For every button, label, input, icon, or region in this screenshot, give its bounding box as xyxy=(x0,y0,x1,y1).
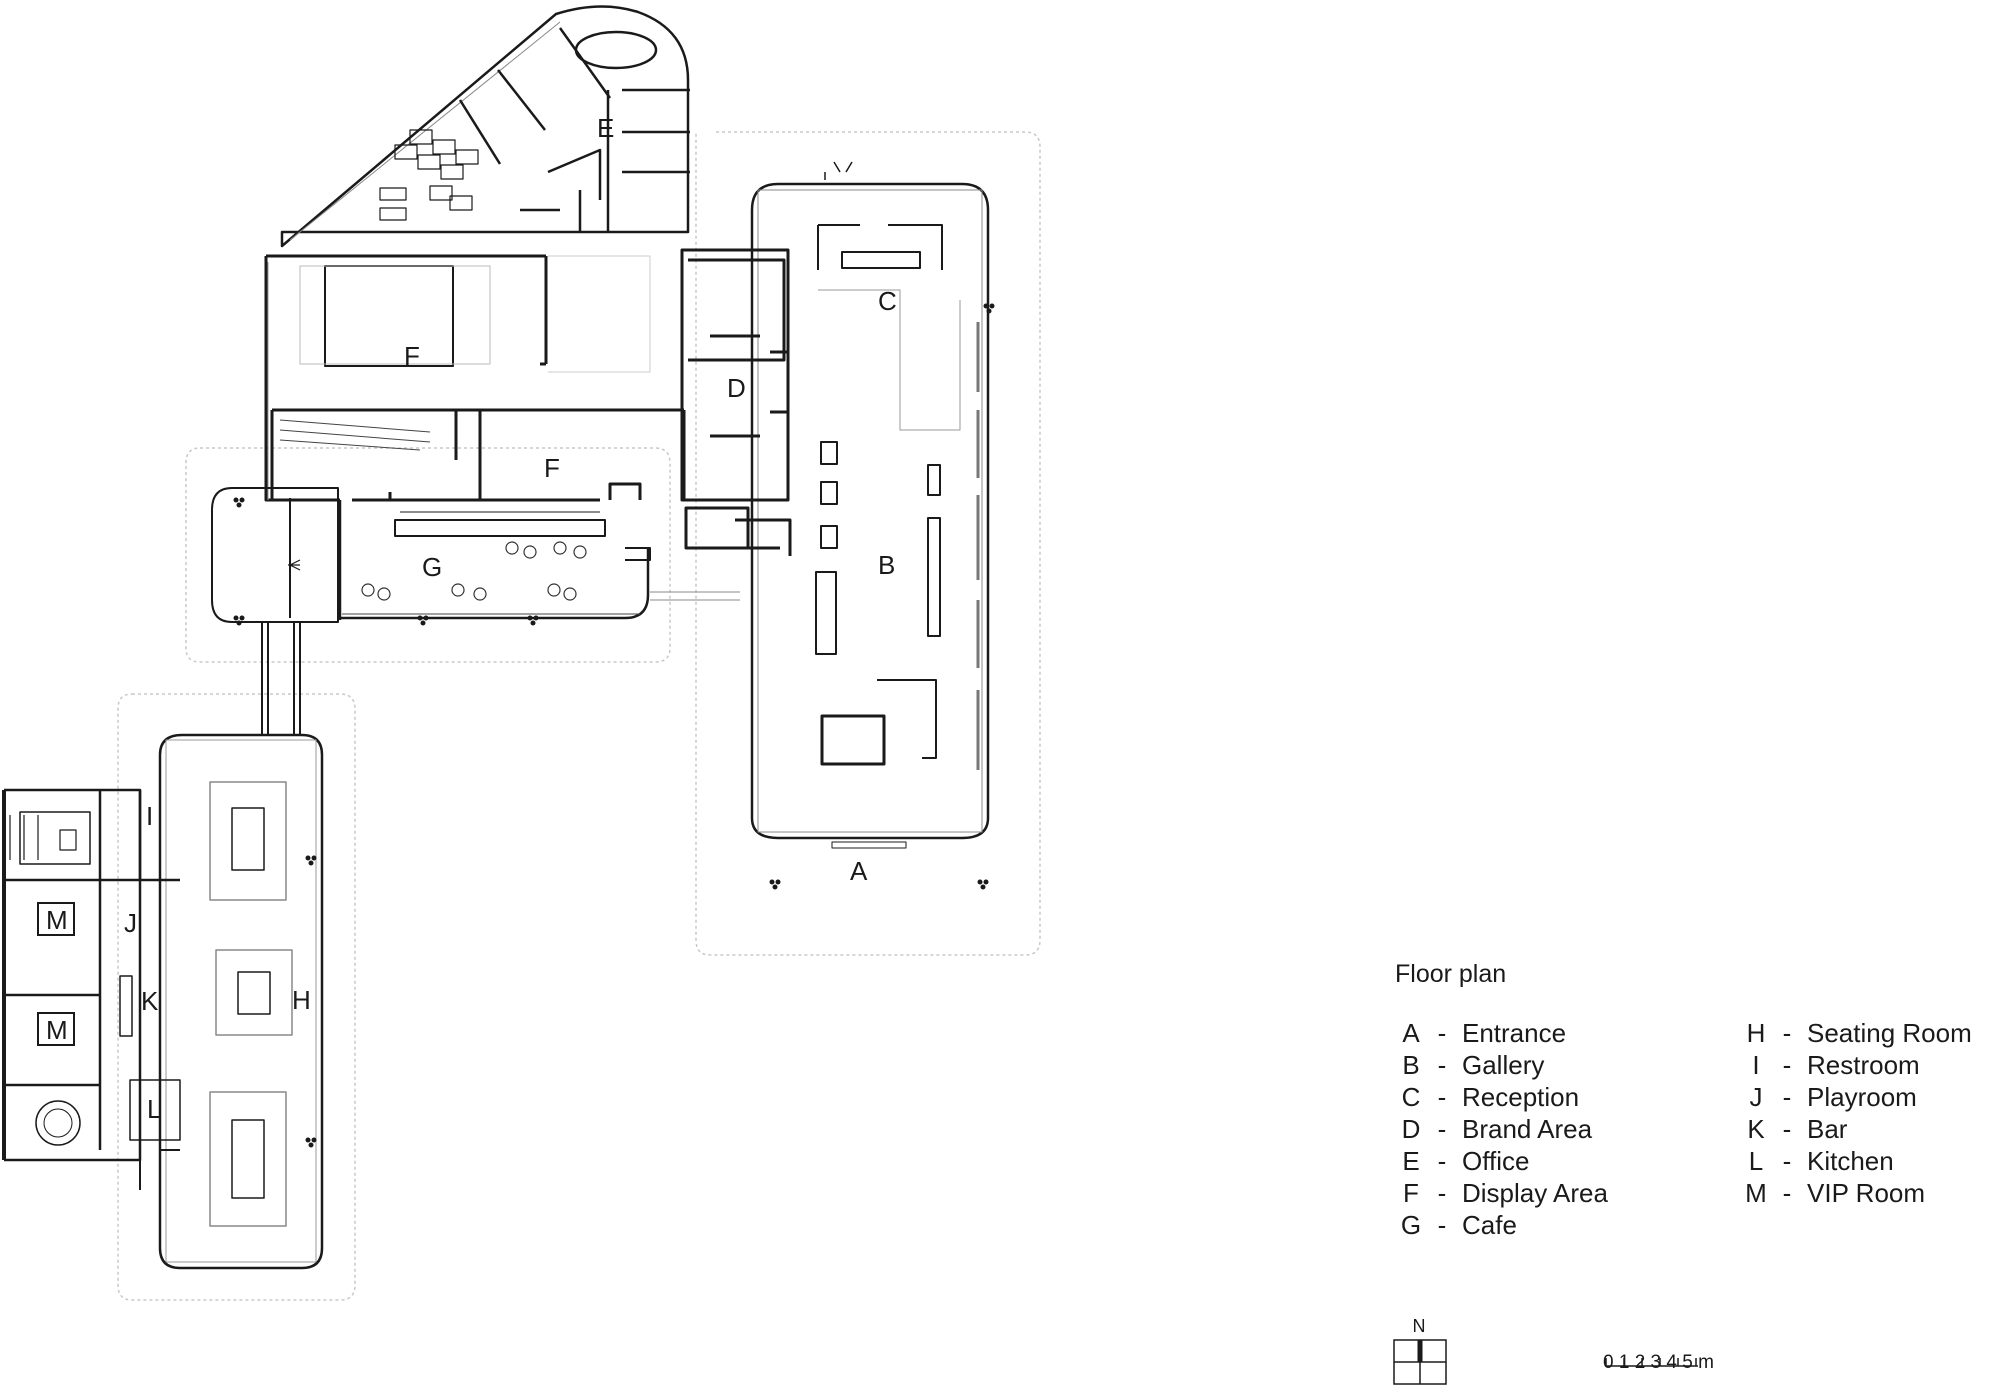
room-label-e: E xyxy=(597,113,614,143)
brand-area xyxy=(680,248,792,556)
cafe-tables xyxy=(361,541,587,601)
column-markers xyxy=(233,303,995,1148)
legend-separator: - xyxy=(1782,1114,1792,1144)
legend-key: A xyxy=(1402,1018,1420,1048)
legend-separator: - xyxy=(1782,1082,1792,1112)
north-label: N xyxy=(1412,1316,1426,1336)
room-label-f-upper: F xyxy=(404,341,420,371)
corridor xyxy=(261,622,301,735)
legend-item: E-Office xyxy=(1395,1145,1740,1177)
room-label-m-upper: M xyxy=(46,905,68,935)
legend-label: Bar xyxy=(1807,1114,1848,1144)
seating-room xyxy=(158,733,324,1270)
room-label-f-lower: F xyxy=(544,453,560,483)
north-arrow: N xyxy=(1392,1316,1452,1337)
scale-bar: 0 1 2 3 4 5 m xyxy=(1603,1352,1714,1374)
room-label-i: I xyxy=(146,801,153,831)
room-label-k: K xyxy=(141,986,159,1016)
legend-separator: - xyxy=(1437,1018,1447,1048)
legend-label: Office xyxy=(1462,1146,1530,1176)
legend-separator: - xyxy=(1782,1178,1792,1208)
legend-key: L xyxy=(1748,1146,1764,1176)
legend-separator: - xyxy=(1437,1050,1447,1080)
legend-key: B xyxy=(1402,1050,1420,1080)
legend-item: J-Playroom xyxy=(1740,1081,1972,1113)
cafe xyxy=(211,487,740,623)
room-label-h: H xyxy=(292,985,311,1015)
legend-label: Seating Room xyxy=(1807,1018,1972,1048)
scale-bar-label: 0 1 2 3 4 5 m xyxy=(1603,1352,1714,1373)
legend-key: M xyxy=(1745,1178,1767,1208)
legend-label: Cafe xyxy=(1462,1210,1517,1240)
legend-label: Reception xyxy=(1462,1082,1580,1112)
legend-item: L-Kitchen xyxy=(1740,1145,1972,1177)
legend-key: E xyxy=(1402,1146,1420,1176)
legend-key: G xyxy=(1400,1210,1422,1240)
legend-item: D-Brand Area xyxy=(1395,1113,1740,1145)
room-label-d: D xyxy=(727,373,746,403)
legend-key: K xyxy=(1747,1114,1765,1144)
room-label-j: J xyxy=(124,908,137,938)
legend-separator: - xyxy=(1437,1178,1447,1208)
legend-key: I xyxy=(1752,1050,1760,1080)
display-area xyxy=(264,254,686,502)
legend-key: D xyxy=(1401,1114,1421,1144)
legend-item: I-Restroom xyxy=(1740,1049,1972,1081)
legend-separator: - xyxy=(1437,1210,1447,1240)
legend-item: H-Seating Room xyxy=(1740,1017,1972,1049)
plan-title: Floor plan xyxy=(1395,960,1507,988)
legend-separator: - xyxy=(1782,1018,1792,1048)
legend-label: Kitchen xyxy=(1807,1146,1894,1176)
room-label-a: A xyxy=(850,856,868,886)
office-wing xyxy=(280,5,690,248)
scale-bar-ticks xyxy=(1605,1358,1698,1367)
legend-separator: - xyxy=(1437,1082,1447,1112)
room-label-g: G xyxy=(422,552,442,582)
legend-separator: - xyxy=(1437,1146,1447,1176)
room-label-b: B xyxy=(878,550,895,580)
legend-key: F xyxy=(1403,1178,1419,1208)
west-rooms xyxy=(2,788,181,1190)
legend-label: Playroom xyxy=(1807,1082,1917,1112)
gallery-furniture xyxy=(815,161,943,849)
legend-key: H xyxy=(1746,1018,1766,1048)
room-label-m-lower: M xyxy=(46,1015,68,1045)
legend-separator: - xyxy=(1782,1146,1792,1176)
legend-separator: - xyxy=(1782,1050,1792,1080)
legend-item: M-VIP Room xyxy=(1740,1177,1972,1209)
room-label-l: L xyxy=(147,1094,161,1124)
legend-item: A-Entrance xyxy=(1395,1017,1740,1049)
legend-item: C-Reception xyxy=(1395,1081,1740,1113)
legend-label: Entrance xyxy=(1462,1018,1567,1048)
legend-item: B-Gallery xyxy=(1395,1049,1740,1081)
room-labels: A B C D E F F G H I J K L M M xyxy=(37,113,897,1124)
legend-label: Brand Area xyxy=(1462,1114,1593,1144)
legend-item: F-Display Area xyxy=(1395,1177,1740,1209)
legend-separator: - xyxy=(1437,1114,1447,1144)
gallery-hall xyxy=(750,182,990,840)
legend-item: K-Bar xyxy=(1740,1113,1972,1145)
room-label-c: C xyxy=(878,286,897,316)
legend-label: Display Area xyxy=(1462,1178,1608,1208)
site-outlines xyxy=(117,131,1041,1301)
legend-item: G-Cafe xyxy=(1395,1209,1740,1241)
legend-key: J xyxy=(1749,1082,1763,1112)
legend-label: Gallery xyxy=(1462,1050,1545,1080)
legend-label: Restroom xyxy=(1807,1050,1920,1080)
legend-label: VIP Room xyxy=(1807,1178,1926,1208)
reception-counter xyxy=(818,289,961,431)
legend-key: C xyxy=(1401,1082,1421,1112)
north-arrow-symbol xyxy=(1393,1339,1447,1385)
